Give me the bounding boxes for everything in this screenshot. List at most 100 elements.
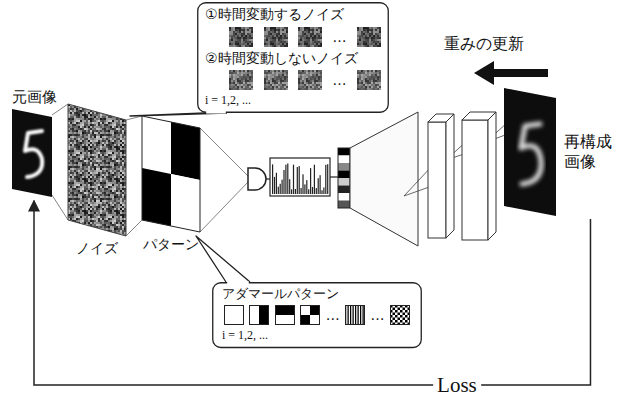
noise-frame: [229, 70, 253, 90]
conv-layer: [428, 114, 454, 238]
conv-layer-part: [488, 112, 496, 240]
signal-bars-part: [278, 187, 279, 194]
ellipsis-mark: …: [326, 305, 340, 325]
reconstructed-image-part: [504, 88, 556, 216]
hadamard-tile-part: [392, 313, 395, 316]
signal-bars-part: [304, 184, 305, 194]
hadamard-callout: アダマールパターン……i = 1,2, ...: [212, 282, 422, 348]
illumination-pattern: [136, 112, 206, 236]
signal-bars-part: [301, 188, 302, 194]
hadamard-tile: [224, 305, 244, 325]
callout-bubble-part: [206, 111, 226, 114]
input-vector-part: [338, 171, 350, 179]
reconstructed-image: [500, 86, 560, 218]
input-vector-part: [338, 193, 350, 201]
hadamard-tile-part: [402, 308, 405, 311]
noise-frame-part: [298, 27, 322, 47]
input-vector-part: [338, 186, 350, 194]
original-image-part: [25, 131, 42, 177]
hadamard-tile-part: [363, 305, 364, 325]
ellipsis-mark: …: [333, 27, 347, 47]
dense-layer: [350, 112, 418, 246]
hadamard-tile-part: [355, 305, 356, 325]
hadamard-tile-part: [360, 305, 361, 325]
signal-bars-part: [306, 180, 307, 194]
noise-frame: [357, 27, 381, 47]
signal-bars-part: [276, 173, 277, 194]
noise-frame: [298, 27, 322, 47]
signal-bars-part: [321, 190, 322, 194]
node-label: 元画像: [6, 88, 62, 107]
original-image-node: 元画像: [6, 88, 62, 199]
noise-frame-part: [357, 27, 381, 47]
node-label: ①時間変動するノイズ: [205, 6, 381, 24]
bucket-detector: [248, 168, 266, 190]
noise-callout: ①時間変動するノイズ…②時間変動しないノイズ…i = 1,2, ...: [197, 2, 389, 113]
reconstructed-node: 再構成 画像: [500, 86, 616, 218]
projection-lines-part: [52, 195, 68, 220]
projection-lines-part: [200, 182, 248, 232]
noise-frame: [357, 70, 381, 90]
node-label: 再構成 画像: [564, 132, 616, 172]
signal-bars-part: [310, 168, 311, 194]
tile-row: ……: [222, 305, 412, 325]
signal-bars-part: [320, 175, 321, 194]
illumination-pattern-part: [142, 168, 171, 226]
reconstructed-image-part: [521, 124, 541, 184]
edge-label: Loss: [433, 373, 481, 398]
illumination-pattern-part: [171, 122, 200, 180]
hadamard-tile-part: [224, 305, 244, 325]
signal-bars-part: [293, 165, 294, 194]
noise-frame: [229, 27, 253, 47]
signal-bars-part: [299, 166, 300, 194]
signal-bars-part: [327, 164, 328, 194]
node-text: i = 1,2, ...: [222, 328, 412, 343]
hadamard-tile-part: [397, 313, 400, 316]
original-image: [6, 107, 62, 199]
input-vector-part: [338, 178, 350, 186]
input-vector: [338, 148, 350, 208]
annotation-label: 重みの更新: [444, 34, 524, 55]
hadamard-tile-part: [395, 315, 398, 318]
detector-wire: [266, 178, 270, 179]
callout-bubble-part: [196, 236, 250, 282]
figure-holder: [64, 100, 130, 240]
pattern-node: パターン: [136, 112, 206, 254]
signal-bars-part: [314, 165, 315, 194]
conv-layer: [462, 112, 496, 240]
signal-bars-part: [325, 165, 326, 194]
signal-bars-part: [283, 170, 284, 194]
noise-frame: [298, 70, 322, 90]
hadamard-tile-part: [395, 320, 398, 323]
hadamard-tile-part: [345, 305, 365, 325]
input-vector-outline: [338, 148, 350, 208]
hadamard-tile-part: [275, 305, 295, 315]
hadamard-tile-part: [225, 306, 244, 325]
hadamard-tile-part: [300, 315, 310, 325]
callout-bubble-part: [130, 113, 227, 116]
hadamard-tile: [300, 305, 320, 325]
original-image-part: [12, 109, 52, 197]
hadamard-tile-part: [301, 306, 320, 325]
noise-frame: [264, 27, 288, 47]
hadamard-tile-part: [400, 315, 403, 318]
hadamard-tile-part: [390, 305, 410, 325]
hadamard-tile-part: [390, 306, 409, 325]
illumination-pattern-part: [142, 116, 171, 174]
hadamard-tile-part: [395, 310, 398, 313]
noise-frame-part: [298, 70, 322, 90]
node-text: i = 1,2, ...: [205, 93, 381, 108]
input-vector-part: [338, 163, 350, 171]
hadamard-tile: [345, 305, 365, 325]
hadamard-tile-part: [300, 305, 320, 325]
signal-bars-part: [318, 178, 319, 194]
callout-bubble-part: [227, 281, 249, 284]
hadamard-tile-part: [392, 318, 395, 321]
signal-bars-part: [312, 187, 313, 194]
input-vector-part: [338, 156, 350, 164]
signal-bars-part: [316, 188, 317, 194]
ellipsis-mark: …: [371, 305, 385, 325]
hadamard-tile-part: [405, 310, 408, 313]
hadamard-tile-part: [250, 306, 269, 325]
noise-screen-part: [68, 104, 126, 236]
